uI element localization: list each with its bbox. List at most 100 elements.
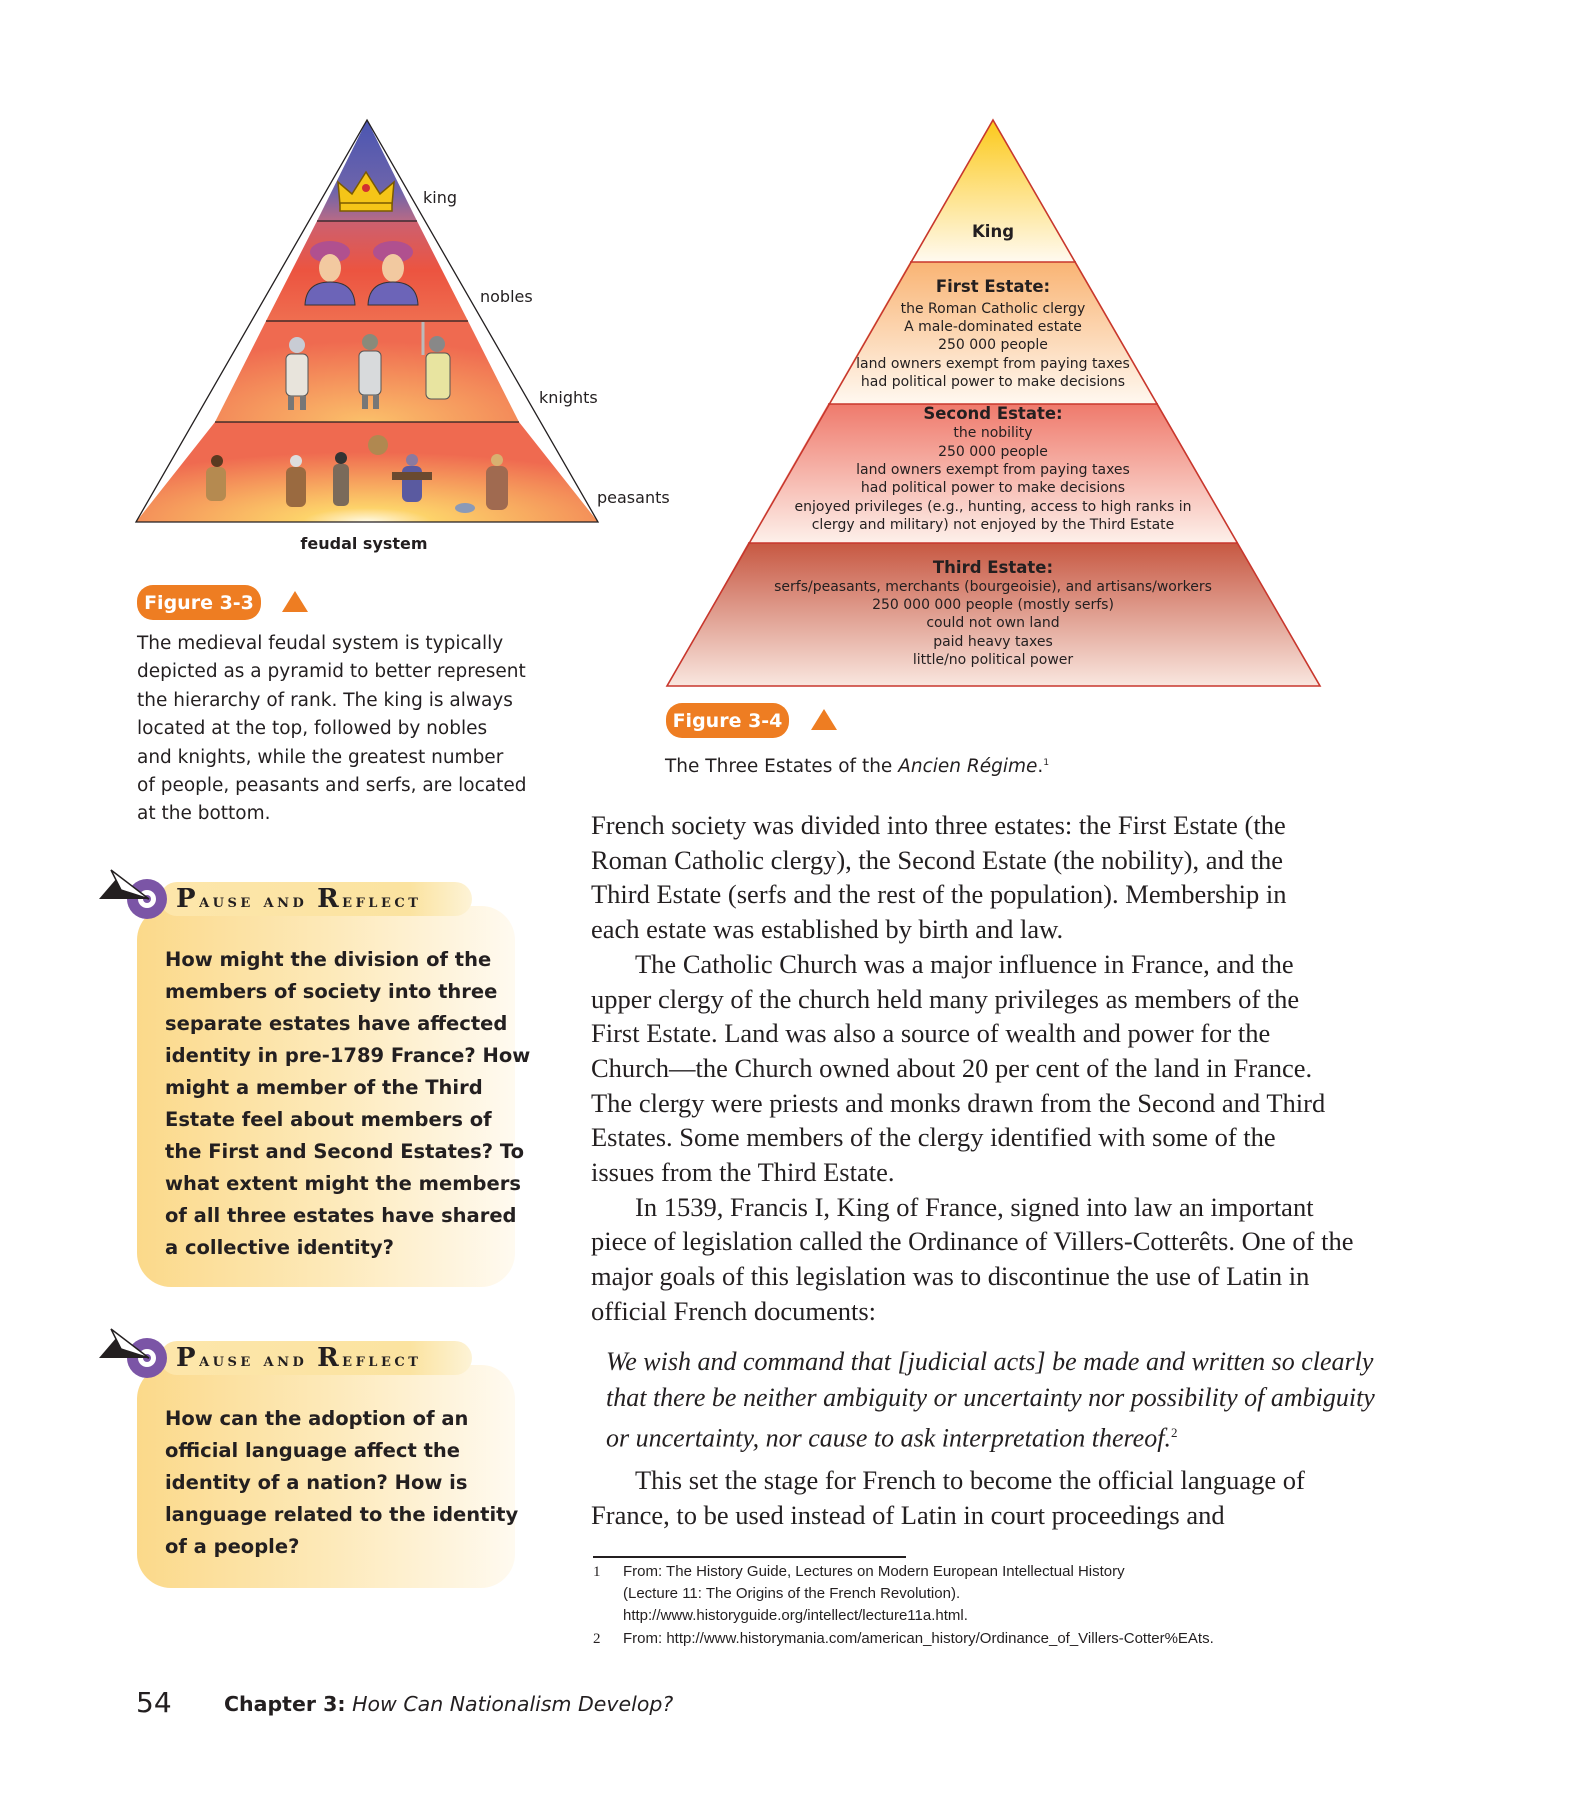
caption-italic: Ancien Régime xyxy=(898,756,1038,778)
text-line: located at the top, followed by nobles xyxy=(137,718,488,740)
text-line: separate estates have affected xyxy=(165,1012,508,1035)
first-estate-heading: First Estate: xyxy=(936,277,1050,296)
paragraph: The Catholic Church was a major influenc… xyxy=(591,947,1353,1190)
text-line: In 1539, Francis I, King of France, sign… xyxy=(635,1191,1314,1222)
noble-figure-icon xyxy=(367,241,419,306)
second-estate-detail: the nobility xyxy=(953,425,1032,441)
text-line: The clergy were priests and monks drawn … xyxy=(591,1087,1326,1118)
pause-reflect-question: How might the division of the members of … xyxy=(165,944,530,1264)
text-line: French society was divided into three es… xyxy=(591,810,1286,840)
text-line: piece of legislation called the Ordinanc… xyxy=(591,1226,1354,1257)
crown-icon xyxy=(337,170,395,212)
text-line: what extent might the members xyxy=(165,1172,521,1195)
text-line: or uncertainty, nor cause to ask interpr… xyxy=(606,1423,1178,1453)
text-line: The medieval feudal system is typically xyxy=(137,633,504,654)
third-estate-detail: paid heavy taxes xyxy=(933,634,1053,650)
text-line: of a people? xyxy=(165,1535,300,1558)
text-line: at the bottom. xyxy=(137,803,271,825)
text-line: France, to be used instead of Latin in c… xyxy=(591,1499,1225,1530)
text-line: members of society into three xyxy=(165,980,498,1003)
page-number: 54 xyxy=(136,1686,172,1719)
band-nobles xyxy=(266,221,468,321)
first-estate-detail: A male-dominated estate xyxy=(904,319,1082,335)
text-line: official language affect the xyxy=(165,1439,460,1462)
peasant-figure-icon xyxy=(286,455,306,507)
figure-3-4-badge: Figure 3-4 xyxy=(666,703,789,738)
text-line: official French documents: xyxy=(591,1295,877,1326)
third-estate-detail: could not own land xyxy=(926,615,1059,631)
text-line: each estate was established by birth and… xyxy=(591,914,1064,945)
first-estate-detail: land owners exempt from paying taxes xyxy=(856,356,1130,372)
third-estate-detail: little/no political power xyxy=(913,652,1074,668)
text-line: of all three estates have shared xyxy=(165,1204,517,1227)
text-line: This set the stage for French to become … xyxy=(635,1465,1305,1495)
label-knights: knights xyxy=(539,388,598,407)
figure-3-4-caption: The Three Estates of the Ancien Régime.1 xyxy=(665,749,1049,782)
second-estate-detail: clergy and military) not enjoyed by the … xyxy=(812,517,1175,533)
text-line: Estate feel about members of xyxy=(165,1108,492,1131)
knight-figure-icon xyxy=(421,322,451,400)
label-king: king xyxy=(423,188,457,207)
peasant-figure-icon xyxy=(206,455,226,501)
footnote-1: 1 From: The History Guide, Lectures on M… xyxy=(593,1561,1393,1624)
footnote-number: 1 xyxy=(593,1564,601,1580)
footnote-divider xyxy=(593,1556,906,1558)
paragraph: This set the stage for French to become … xyxy=(591,1463,1305,1532)
second-estate-detail: had political power to make decisions xyxy=(861,480,1125,496)
third-estate-detail: serfs/peasants, merchants (bourgeoisie),… xyxy=(774,579,1212,595)
body-text: French society was divided into three es… xyxy=(591,808,1353,1329)
feudal-title: feudal system xyxy=(300,534,427,553)
text-line: identity in pre-1789 France? How xyxy=(165,1044,531,1067)
text-line: Estates. Some members of the clergy iden… xyxy=(591,1122,1276,1153)
text-line: major goals of this legislation was to d… xyxy=(591,1261,1310,1292)
text-line: The Catholic Church was a major influenc… xyxy=(635,948,1294,979)
text-line: From: http://www.historymania.com/americ… xyxy=(623,1630,1214,1647)
second-estate-detail: enjoyed privileges (e.g., hunting, acces… xyxy=(795,499,1192,515)
second-estate-heading: Second Estate: xyxy=(923,404,1062,423)
noble-figure-icon xyxy=(304,241,356,306)
figure-3-3-badge: Figure 3-3 xyxy=(137,585,261,620)
text-line: First Estate. Land was also a source of … xyxy=(591,1018,1271,1049)
band-peasants xyxy=(136,422,598,522)
paragraph: In 1539, Francis I, King of France, sign… xyxy=(591,1190,1353,1329)
footnote-2: 2 From: http://www.historymania.com/amer… xyxy=(593,1628,1393,1650)
text-line: a collective identity? xyxy=(165,1236,394,1259)
text-line: the hierarchy of rank. The king is alway… xyxy=(137,689,513,711)
first-estate-detail: the Roman Catholic clergy xyxy=(901,301,1086,317)
knight-figure-icon xyxy=(358,334,382,409)
text-line: From: The History Guide, Lectures on Mod… xyxy=(623,1563,1125,1580)
chapter-heading: Chapter 3: How Can Nationalism Develop? xyxy=(224,1692,674,1716)
quote-lines: We wish and command that [judicial acts]… xyxy=(606,1344,1375,1456)
second-estate-detail: land owners exempt from paying taxes xyxy=(856,462,1130,478)
caption-text: The Three Estates of the xyxy=(665,756,899,778)
estates-pyramid: King First Estate:the Roman Catholic cle… xyxy=(665,118,1322,687)
text-line: language related to the identity xyxy=(165,1503,519,1526)
text-line: upper clergy of the church held many pri… xyxy=(591,983,1300,1014)
band-second-estate xyxy=(748,404,1238,543)
footnote-ref: 1 xyxy=(1043,757,1050,768)
pause-reflect-title: Pause and Reflect xyxy=(176,884,422,914)
first-estate-detail: had political power to make decisions xyxy=(861,374,1125,390)
peasant-figure-icon xyxy=(392,454,432,502)
block-quote: We wish and command that [judicial acts]… xyxy=(606,1344,1375,1456)
pause-reflect-title: Pause and Reflect xyxy=(176,1343,422,1373)
caption-period: . xyxy=(1037,756,1044,778)
text-line: How might the division of the xyxy=(165,948,492,971)
triangle-up-icon xyxy=(811,709,837,730)
triangle-up-icon xyxy=(282,591,308,612)
band-king xyxy=(910,120,1076,262)
text-line: Roman Catholic clergy), the Second Estat… xyxy=(591,844,1284,875)
text-line: Third Estate (serfs and the rest of the … xyxy=(591,879,1287,910)
second-estate-detail: 250 000 people xyxy=(938,444,1048,460)
text-line: (Lecture 11: The Origins of the French R… xyxy=(623,1585,961,1602)
footnote-text: From: The History Guide, Lectures on Mod… xyxy=(623,1561,1125,1627)
footnote-text: From: http://www.historymania.com/americ… xyxy=(623,1628,1214,1650)
text-line: of people, peasants and serfs, are locat… xyxy=(137,775,527,797)
text-line: We wish and command that [judicial acts]… xyxy=(606,1347,1374,1376)
band-third-estate xyxy=(667,543,1320,686)
band-first-estate xyxy=(828,262,1158,404)
peasant-figure-icon xyxy=(333,435,388,506)
